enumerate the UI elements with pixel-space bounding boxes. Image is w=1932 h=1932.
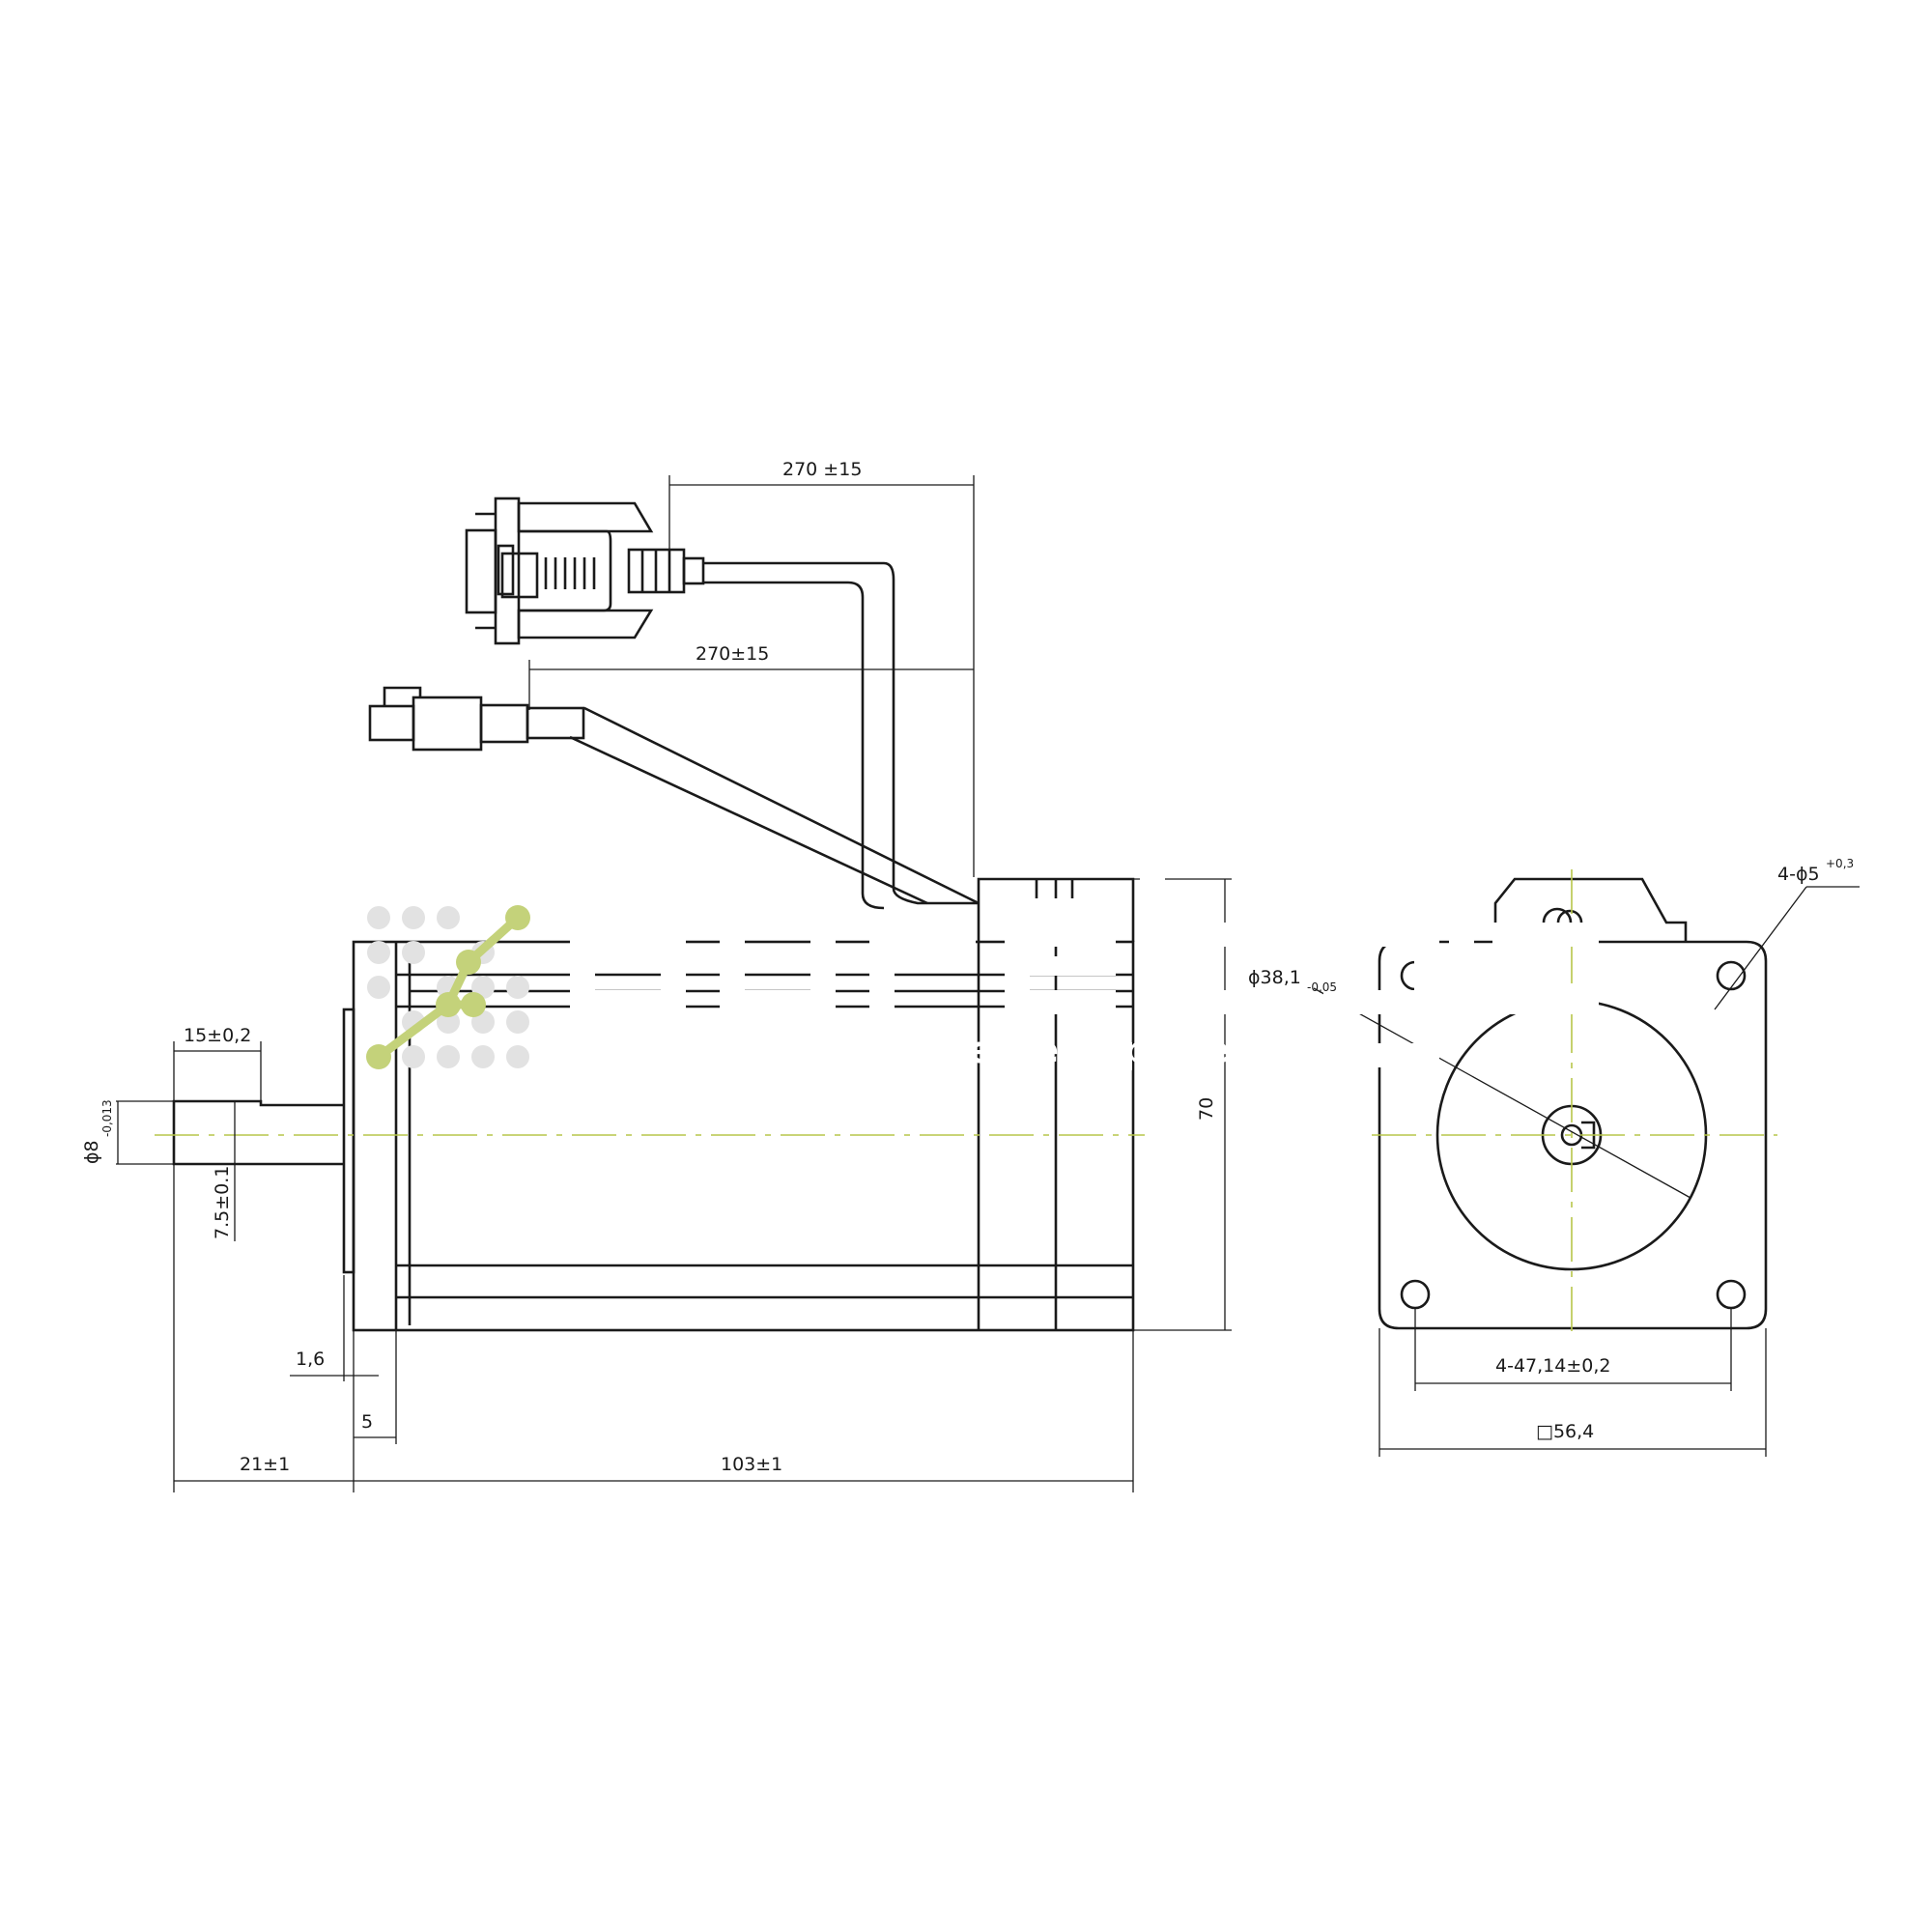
shaft-diameter-label: ϕ8 <box>81 1140 102 1164</box>
dsub-grip-ridges <box>544 557 596 589</box>
power-cable-length-label: 270±15 <box>696 643 769 665</box>
pilot-diameter-tolerance: -0,05 <box>1307 980 1337 994</box>
cables <box>569 561 980 910</box>
shaft-diameter-tolerance: -0,013 <box>100 1099 114 1137</box>
dsub-grip-pad <box>500 552 539 599</box>
body-length-label: 103±1 <box>721 1454 782 1475</box>
flange-square <box>1378 940 1768 1330</box>
pilot-diameter-label: ϕ38,1 <box>1248 967 1301 988</box>
mount-hole-tr <box>1716 960 1747 991</box>
logo-network-icon <box>366 905 530 1069</box>
front-encoder-block <box>1493 877 1688 942</box>
dsub-hood-top <box>517 501 654 533</box>
dimension-geometry <box>116 475 1860 1492</box>
power-cable-upper <box>583 706 980 905</box>
encoder-cable-inner <box>703 581 885 910</box>
dsub-connector <box>465 497 705 645</box>
shaft-length-label: 21±1 <box>240 1454 290 1475</box>
flat-depth-label: 7.5±0.1 <box>212 1166 233 1239</box>
hole-spacing-label: 4-47,14±0,2 <box>1495 1355 1610 1377</box>
dsub-screw-body <box>497 544 515 596</box>
encoder-cable-outer <box>703 561 979 905</box>
dsub-hood-bottom <box>517 609 654 639</box>
logo-tagline: research & development <box>599 1029 1299 1071</box>
logo-brand-letters <box>570 865 1599 1067</box>
shaft <box>172 1099 344 1166</box>
dsub-boot-tip <box>682 556 705 585</box>
dsub-cable-length-label: 270 ±15 <box>782 459 862 480</box>
body-height-label: 70 <box>1196 1097 1217 1121</box>
flange-thickness-label: 1,6 <box>296 1349 325 1370</box>
power-cable-lower <box>569 735 928 905</box>
dsub-grip <box>519 529 612 612</box>
front-boss <box>342 1008 355 1274</box>
power-connector-latch <box>383 686 422 706</box>
hole-spec-label: 4-ϕ5 <box>1777 864 1820 885</box>
power-connector-boot <box>526 706 585 740</box>
power-connector <box>368 686 585 752</box>
hole-spec-tolerance: +0,3 <box>1826 857 1854 870</box>
flange-square-label: □56,4 <box>1536 1421 1594 1442</box>
shaft-flat-length-label: 15±0,2 <box>184 1025 251 1046</box>
boss-offset-label: 5 <box>361 1411 373 1433</box>
purelogic-logo <box>366 865 1599 1069</box>
dsub-flange <box>494 497 521 645</box>
